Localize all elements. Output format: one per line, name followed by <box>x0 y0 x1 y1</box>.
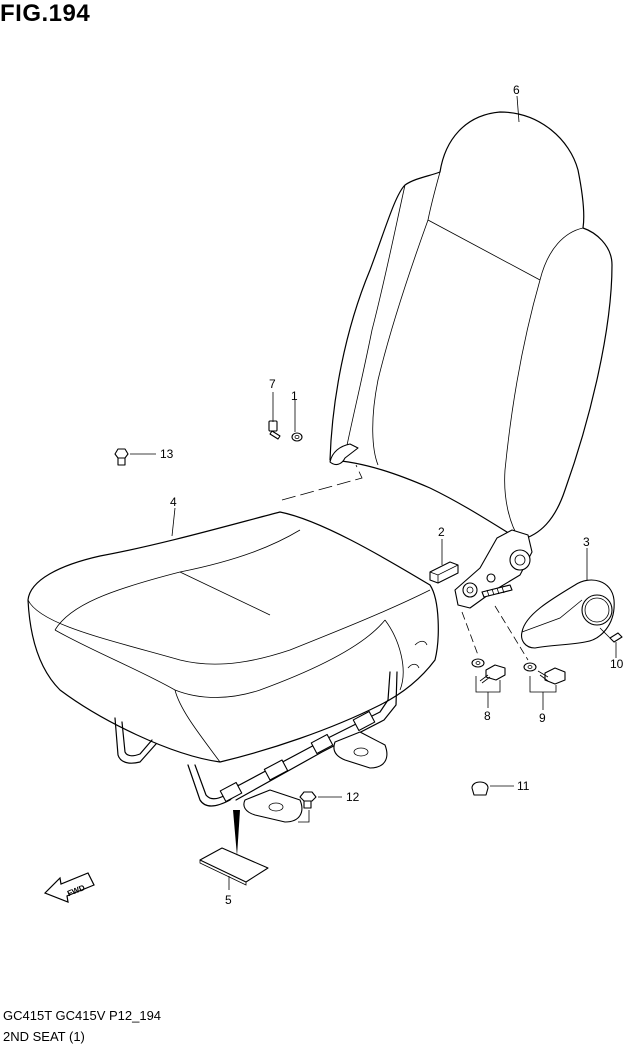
callout-3: 3 <box>583 535 590 549</box>
bolt-part-7[interactable] <box>268 420 281 440</box>
callout-2: 2 <box>438 525 445 539</box>
seat-cushion[interactable] <box>27 511 439 763</box>
callout-5: 5 <box>225 893 232 907</box>
seat-back[interactable] <box>329 111 613 541</box>
washer-part-8[interactable] <box>471 658 485 668</box>
leader-lines <box>130 95 617 890</box>
callout-13: 13 <box>160 447 174 461</box>
callout-7: 7 <box>269 377 276 391</box>
bolt-part-12[interactable] <box>299 791 317 809</box>
cover-part-3[interactable] <box>521 579 615 649</box>
bolt-part-8[interactable] <box>479 664 506 684</box>
pointer-arrow <box>233 810 240 856</box>
plug-part-11[interactable] <box>471 781 489 796</box>
screw-part-10[interactable] <box>599 627 623 643</box>
seat-frame[interactable] <box>114 671 398 823</box>
callout-1: 1 <box>291 389 298 403</box>
nut-part-1[interactable] <box>291 432 303 442</box>
bolt-part-13[interactable] <box>114 448 129 466</box>
callout-11: 11 <box>517 779 530 793</box>
fwd-arrow-icon: FWD <box>43 872 95 903</box>
callout-4: 4 <box>170 495 177 509</box>
callout-8: 8 <box>484 709 491 723</box>
callout-12: 12 <box>346 790 360 804</box>
callout-6: 6 <box>513 83 520 97</box>
cover-part-2[interactable] <box>429 561 459 584</box>
washer-part-9[interactable] <box>523 662 537 672</box>
figure-title: FIG.194 <box>0 0 91 27</box>
recliner-mechanism[interactable] <box>454 529 533 609</box>
footer-section-name: 2ND SEAT (1) <box>3 1029 85 1044</box>
callout-10: 10 <box>610 657 624 671</box>
bolt-part-9[interactable] <box>537 667 566 685</box>
label-plate-part-5[interactable] <box>199 847 269 886</box>
callout-9: 9 <box>539 711 546 725</box>
footer-model-code: GC415T GC415V P12_194 <box>3 1008 162 1023</box>
